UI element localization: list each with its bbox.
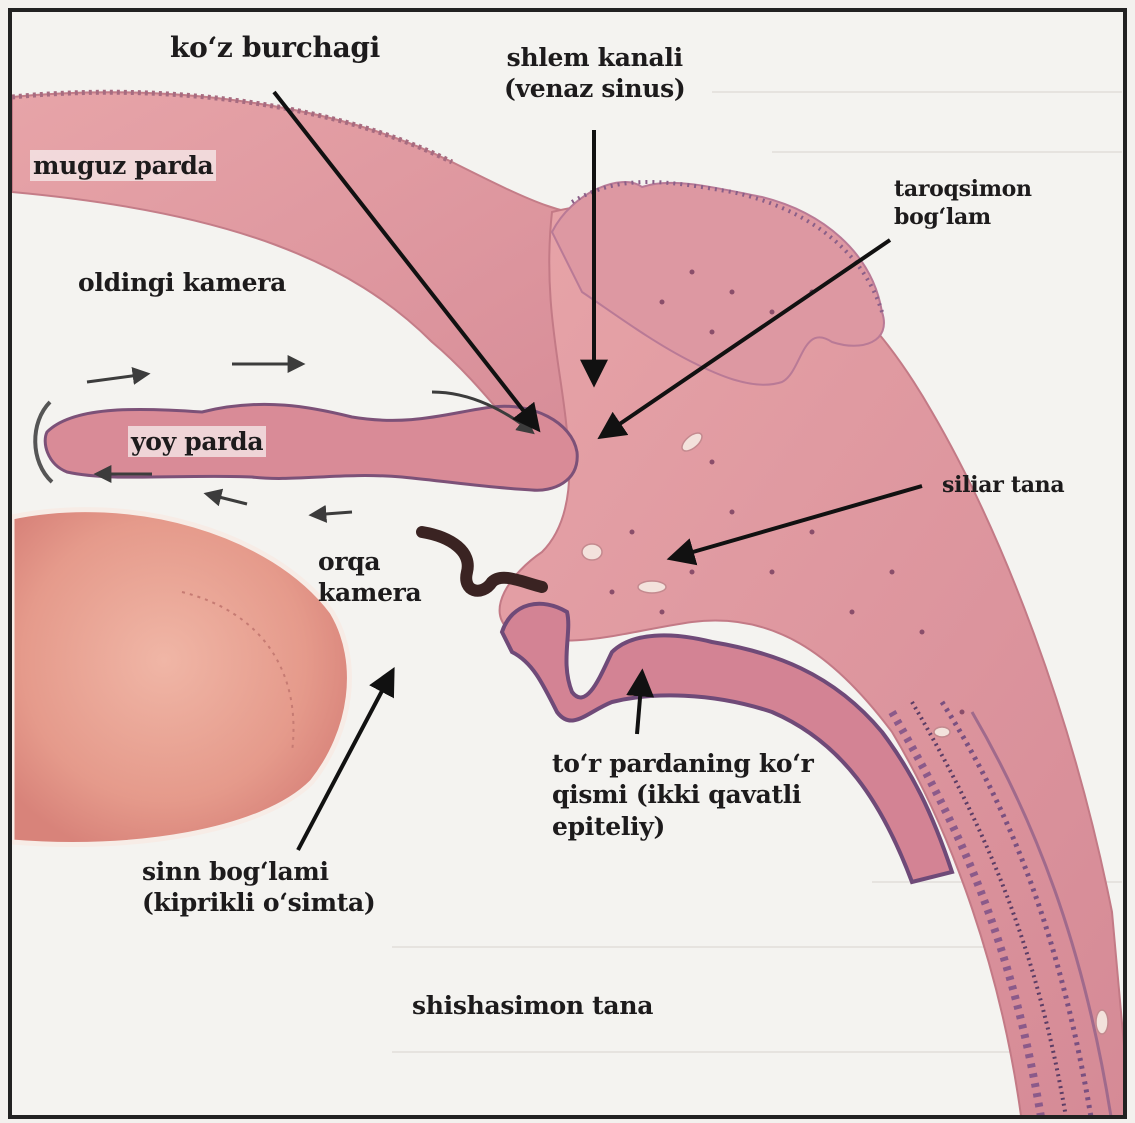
label-orqa-line1: orqa: [318, 546, 421, 577]
label-tor-parda-line1: to‘r pardaning ko‘r: [552, 748, 814, 779]
diagram-frame: ko‘z burchagi shlem kanali (venaz sinus)…: [8, 8, 1127, 1119]
label-sinn-line1: sinn bog‘lami: [142, 856, 375, 887]
label-taroqsimon-line2: bog‘lam: [894, 204, 1032, 232]
label-koz-burchagi: ko‘z burchagi: [170, 30, 380, 65]
label-shishasimon-tana: shishasimon tana: [412, 990, 653, 1021]
pigment-layer: [422, 532, 542, 591]
label-taroqsimon: taroqsimon bog‘lam: [894, 176, 1032, 231]
iris-shape: [45, 404, 577, 490]
label-shlem-kanali-line2: (venaz sinus): [504, 73, 685, 104]
label-tor-parda-line3: epiteliy): [552, 811, 814, 842]
label-orqa-kamera: orqa kamera: [318, 546, 421, 609]
label-tor-parda: to‘r pardaning ko‘r qismi (ikki qavatli …: [552, 748, 814, 842]
label-shlem-kanali: shlem kanali (venaz sinus): [504, 42, 685, 105]
label-shlem-kanali-line1: shlem kanali: [504, 42, 685, 73]
label-siliar-tana: siliar tana: [942, 472, 1064, 500]
label-sinn-line2: (kiprikli o‘simta): [142, 887, 375, 918]
label-tor-parda-line2: qismi (ikki qavatli: [552, 779, 814, 810]
label-muguz-parda: muguz parda: [30, 150, 216, 181]
label-yoy-parda: yoy parda: [128, 426, 266, 457]
label-sinn-boglami: sinn bog‘lami (kiprikli o‘simta): [142, 856, 375, 919]
lens-shape: [12, 510, 349, 845]
label-oldingi-kamera: oldingi kamera: [78, 267, 286, 298]
label-taroqsimon-line1: taroqsimon: [894, 176, 1032, 204]
label-orqa-line2: kamera: [318, 577, 421, 608]
